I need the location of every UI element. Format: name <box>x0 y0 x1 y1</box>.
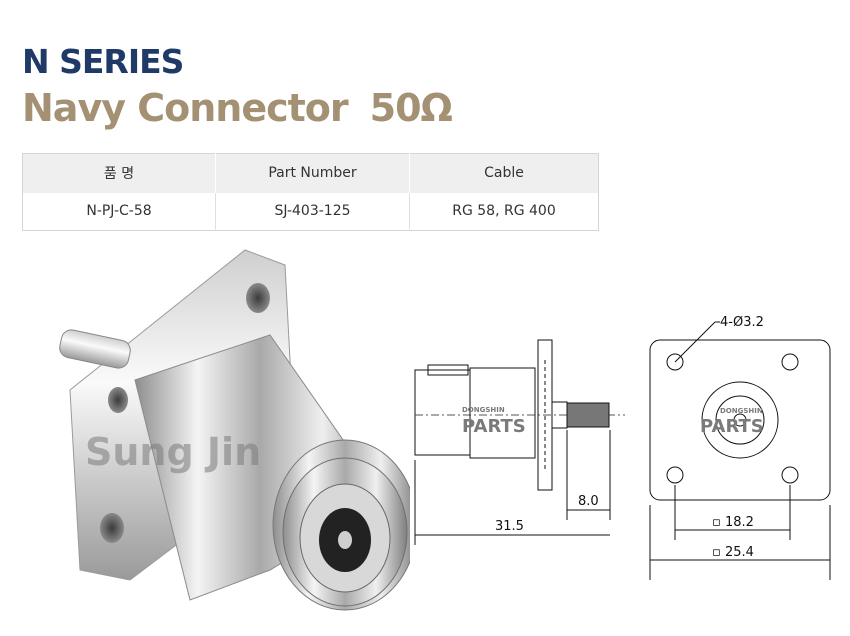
spec-cell-name: N-PJ-C-58 <box>22 192 216 231</box>
flange-hole <box>108 387 128 413</box>
side-view-drawing: 8.0 31.5 DONGSHIN PARTS <box>414 339 625 545</box>
front-logo-brand: DONGSHIN <box>720 407 763 415</box>
hole-label: 4-Ø3.2 <box>720 315 764 330</box>
spec-cell-part-number: SJ-403-125 <box>215 192 410 231</box>
side-logo-brand: DONGSHIN <box>462 406 505 414</box>
spec-table: 품 명 Part Number Cable N-PJ-C-58 SJ-403-1… <box>22 153 599 231</box>
spec-table-header-row: 품 명 Part Number Cable <box>22 153 599 193</box>
spec-cell-cable: RG 58, RG 400 <box>452 203 556 220</box>
spec-header-name: 품 명 <box>22 153 216 193</box>
side-logo-text: PARTS <box>462 416 526 437</box>
mount-hole <box>666 353 684 371</box>
connector-photo: Sung Jin <box>59 249 410 611</box>
dim-outer: ▫ 25.4 <box>712 545 754 560</box>
front-logo-text: PARTS <box>700 416 764 437</box>
flange-hole <box>246 283 270 313</box>
rear-pin <box>59 329 131 369</box>
drawing-flange-square <box>649 339 831 501</box>
dim-inner: ▫ 18.2 <box>712 515 754 530</box>
dim-total: 31.5 <box>495 519 524 534</box>
drawing-knurl <box>566 402 610 428</box>
drawing-center-ring <box>701 381 779 459</box>
product-title: Navy Connector 50Ω <box>22 86 453 130</box>
flange-hole <box>100 513 124 543</box>
spec-table-row: N-PJ-C-58 SJ-403-125 RG 58, RG 400 <box>22 192 599 231</box>
photo-watermark: Sung Jin <box>85 430 261 474</box>
front-view-drawing: 4-Ø3.2 ▫ 18.2 ▫ 25.4 DONGSHIN PARTS <box>649 315 831 580</box>
center-pin <box>338 531 352 549</box>
product-name: Navy Connector <box>22 86 349 130</box>
spec-header-cable: Cable <box>409 153 599 193</box>
spec-header-part-number: Part Number <box>215 153 410 193</box>
mount-hole <box>781 466 799 484</box>
series-title: N SERIES <box>22 42 184 81</box>
dim-pin: 8.0 <box>578 494 599 509</box>
mount-hole <box>781 353 799 371</box>
impedance-label: 50Ω <box>369 86 453 130</box>
mount-hole <box>666 466 684 484</box>
